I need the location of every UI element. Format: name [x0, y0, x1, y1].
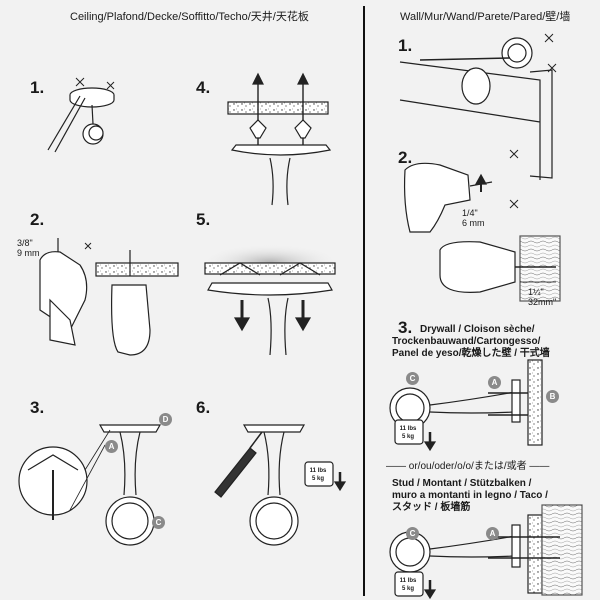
stud-title-line2: muro a montanti in legno / Taco / — [392, 490, 548, 501]
part-badge-d-ceiling: D — [159, 413, 172, 426]
drywall-title-line3: Panel de yeso/乾燥した壁 / 干式墙 — [392, 348, 550, 359]
ceiling-step-1: 1. — [30, 78, 45, 97]
ceiling-step-5: 5. — [196, 210, 211, 229]
weight-label-stud-kg: 5 kg — [401, 586, 414, 592]
weight-box-illustration — [304, 461, 347, 492]
wall-step2-illustration — [403, 149, 561, 302]
wall-drywall-illustration — [389, 359, 543, 452]
part-badge-a-ceiling: A — [105, 440, 118, 453]
ceiling-step2-illustration — [39, 238, 179, 356]
ceiling-bit-size-mm: 9 mm — [17, 248, 40, 258]
drywall-title-line1: Drywall / Cloison sèche/ — [420, 324, 535, 335]
part-badge-b-drywall: B — [546, 390, 559, 403]
wall-step-1: 1. — [398, 36, 413, 55]
weight-label-stud-lbs: 11 lbs — [399, 578, 417, 584]
ceiling-step6-illustration — [214, 424, 306, 546]
ceiling-step-6: 6. — [196, 398, 211, 417]
part-badge-c-ceiling: C — [152, 516, 165, 529]
part-badge-c-drywall: C — [406, 372, 419, 385]
ceiling-step4-illustration — [227, 72, 332, 206]
wall-step-2: 2. — [398, 148, 413, 167]
ceiling-header: Ceiling/Plafond/Decke/Soffitto/Techo/天井/… — [70, 11, 309, 23]
weight-label-ceiling-kg: 5 kg — [311, 476, 324, 482]
wall-stud-illustration — [389, 504, 583, 600]
ceiling-step1-illustration — [47, 77, 115, 153]
ceiling-step-3: 3. — [30, 398, 45, 417]
stud-title-line3: スタッド / 板墙筋 — [392, 502, 471, 513]
part-badge-c-stud: C — [406, 527, 419, 540]
wall-header: Wall/Mur/Wand/Parete/Pared/壁/墙 — [400, 11, 571, 23]
or-separator: —— or/ou/oder/o/o/または/或者 —— — [386, 461, 550, 472]
part-badge-a-stud: A — [486, 527, 499, 540]
wall-bit-size-in: 1/4" — [462, 208, 478, 218]
part-badge-a-drywall: A — [488, 376, 501, 389]
wall-bit-size-mm: 6 mm — [462, 218, 485, 228]
drill-depth-mm: 32mm" — [528, 297, 557, 307]
weight-label-ceiling-lbs: 11 lbs — [309, 468, 327, 474]
stud-title-line1: Stud / Montant / Stützbalken / — [392, 478, 532, 489]
weight-label-drywall-lbs: 11 lbs — [399, 426, 417, 432]
ceiling-bit-size-in: 3/8" — [17, 238, 33, 248]
drywall-title-line2: Trockenbauwand/Cartongesso/ — [392, 336, 541, 347]
wall-step-3: 3. — [398, 318, 413, 337]
ceiling-step3-illustration — [18, 424, 162, 546]
weight-label-drywall-kg: 5 kg — [401, 434, 414, 440]
ceiling-step-4: 4. — [196, 78, 211, 97]
ceiling-step5-illustration — [200, 244, 340, 356]
ceiling-step-2: 2. — [30, 210, 45, 229]
drill-depth-in: 1¼" — [528, 287, 544, 297]
wall-step1-illustration — [399, 33, 557, 180]
